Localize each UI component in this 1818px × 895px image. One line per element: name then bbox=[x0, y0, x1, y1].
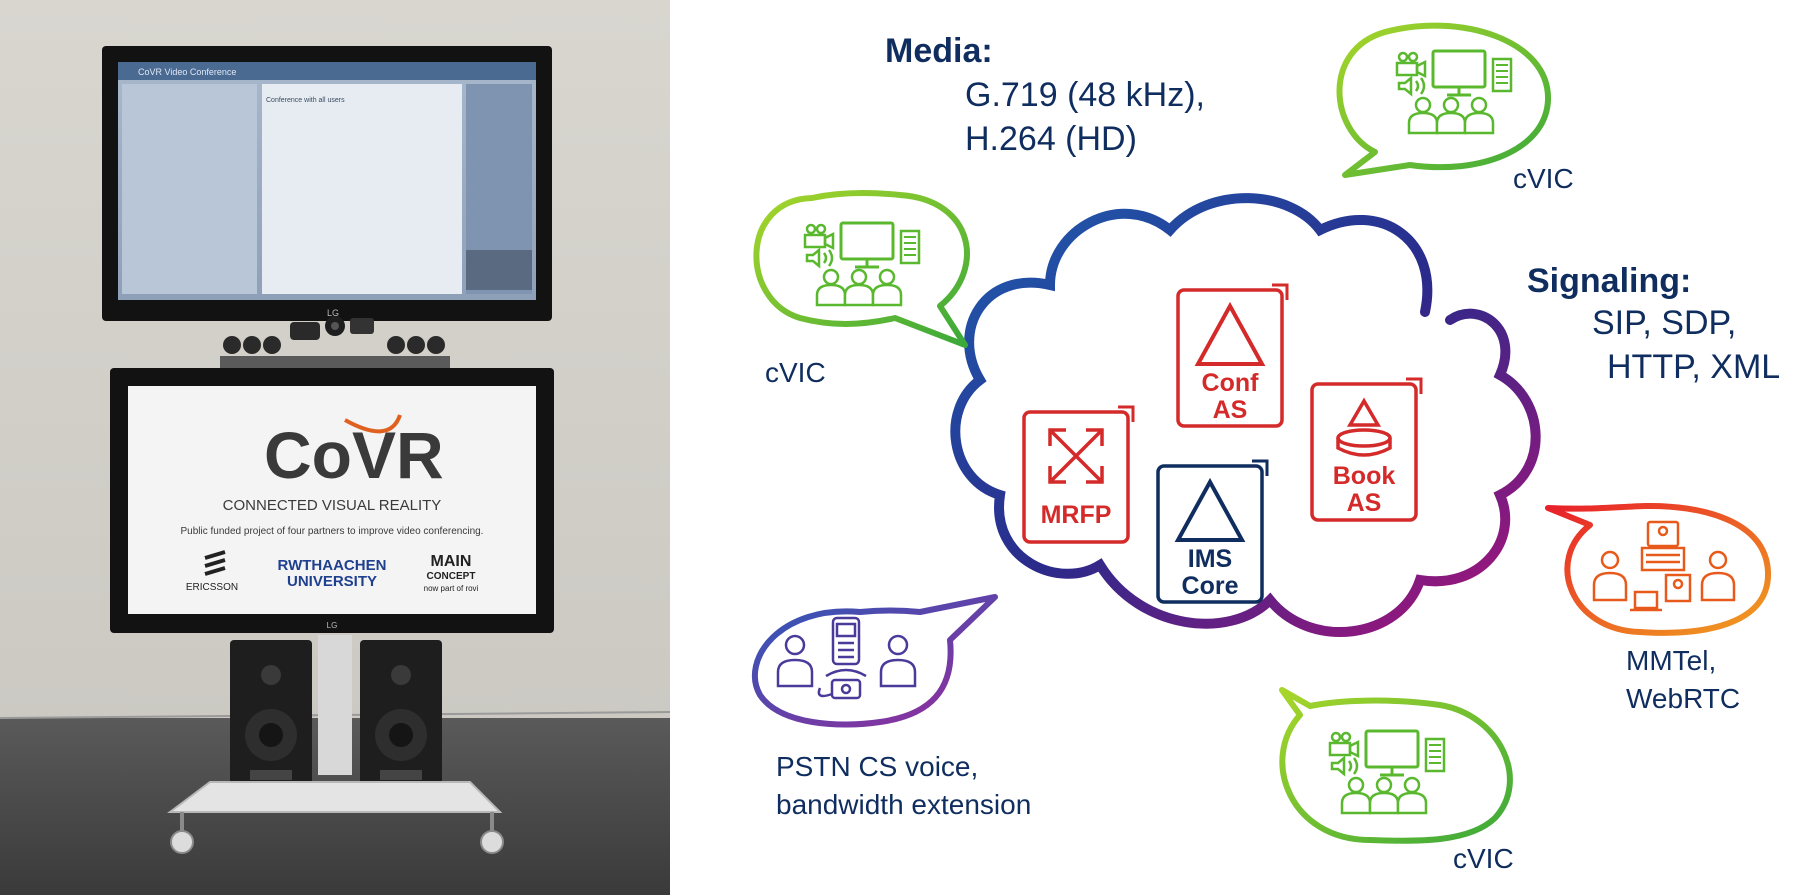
cvic-bottom-label: cVIC bbox=[1453, 843, 1514, 874]
top-monitor: CoVR Video Conference Conference with al… bbox=[102, 46, 552, 321]
pstn-icon bbox=[776, 616, 917, 700]
covr-logo: CoVR bbox=[264, 418, 444, 492]
screen-heading: Conference with all users bbox=[266, 97, 345, 104]
signaling-title: Signaling: bbox=[1527, 262, 1691, 300]
bottom-monitor: CoVR CONNECTED VISUAL REALITY Public fun… bbox=[110, 368, 554, 633]
signaling-line-2: HTTP, XML bbox=[1607, 348, 1780, 386]
pstn-label-1: PSTN CS voice, bbox=[776, 751, 978, 782]
top-brand: LG bbox=[327, 308, 339, 318]
media-line-2: H.264 (HD) bbox=[965, 120, 1137, 158]
media-info: Media: G.719 (48 kHz), H.264 (HD) bbox=[885, 32, 1205, 158]
mrfp-label: MRFP bbox=[1041, 501, 1112, 529]
conf-as-label-1: Conf bbox=[1202, 369, 1260, 397]
cvic-left-bubble: cVIC bbox=[753, 190, 970, 388]
covr-tagline: CONNECTED VISUAL REALITY bbox=[223, 497, 442, 514]
conf-as-label-2: AS bbox=[1213, 396, 1248, 424]
media-title: Media: bbox=[885, 32, 993, 70]
partner-rwth-university: UNIVERSITY bbox=[287, 573, 377, 590]
book-as-label-1: Book bbox=[1333, 462, 1396, 490]
cvic-top-label: cVIC bbox=[1513, 163, 1574, 194]
ims-core-triangle-icon bbox=[1174, 477, 1246, 542]
book-as-label-2: AS bbox=[1347, 489, 1382, 517]
speaker-stand bbox=[167, 635, 504, 854]
partner-rovi: now part of rovi bbox=[424, 584, 479, 593]
mmtel-label-1: MMTel, bbox=[1626, 645, 1716, 676]
camera-array bbox=[220, 316, 450, 370]
hardware-photo: CoVR Video Conference Conference with al… bbox=[0, 0, 671, 895]
signaling-line-1: SIP, SDP, bbox=[1592, 304, 1736, 342]
cvic-left-icon bbox=[803, 221, 921, 307]
bottom-brand: LG bbox=[327, 621, 338, 630]
conf-as-box: Conf AS bbox=[1176, 283, 1289, 428]
cvic-bottom-bubble: cVIC bbox=[1279, 687, 1514, 874]
conf-as-triangle-icon bbox=[1194, 301, 1266, 366]
screen-title: CoVR Video Conference bbox=[138, 67, 236, 77]
cvic-top-icon bbox=[1395, 49, 1513, 135]
ericsson-logo-icon bbox=[204, 550, 226, 576]
partner-rwth: RWTHAACHEN bbox=[278, 557, 387, 574]
book-as-triangle-icon bbox=[1346, 397, 1382, 427]
partner-ericsson: ERICSSON bbox=[186, 582, 238, 593]
cvic-bottom-icon bbox=[1328, 729, 1446, 815]
ims-core-label-2: Core bbox=[1182, 572, 1239, 600]
book-as-box: Book AS bbox=[1310, 377, 1423, 522]
mmtel-bubble: MMTel, WebRTC bbox=[1545, 502, 1772, 714]
signaling-info: Signaling: SIP, SDP, HTTP, XML bbox=[1527, 262, 1780, 386]
partner-mainconcept-2: CONCEPT bbox=[427, 571, 476, 582]
cvic-left-label: cVIC bbox=[765, 357, 826, 388]
ims-core-box: IMS Core bbox=[1156, 459, 1269, 604]
partner-mainconcept: MAIN bbox=[431, 553, 472, 570]
ims-cloud bbox=[950, 193, 1541, 637]
mmtel-icon bbox=[1592, 520, 1736, 612]
mmtel-label-2: WebRTC bbox=[1626, 683, 1740, 714]
ims-core-label-1: IMS bbox=[1188, 545, 1232, 573]
cvic-top-bubble: cVIC bbox=[1336, 22, 1574, 194]
media-line-1: G.719 (48 kHz), bbox=[965, 76, 1205, 114]
pstn-label-2: bandwidth extension bbox=[776, 789, 1031, 820]
covr-description: Public funded project of four partners t… bbox=[181, 526, 484, 537]
expand-arrows-icon bbox=[1048, 428, 1104, 484]
pstn-bubble: PSTN CS voice, bandwidth extension bbox=[752, 594, 1031, 820]
mrfp-box: MRFP bbox=[1022, 405, 1135, 544]
